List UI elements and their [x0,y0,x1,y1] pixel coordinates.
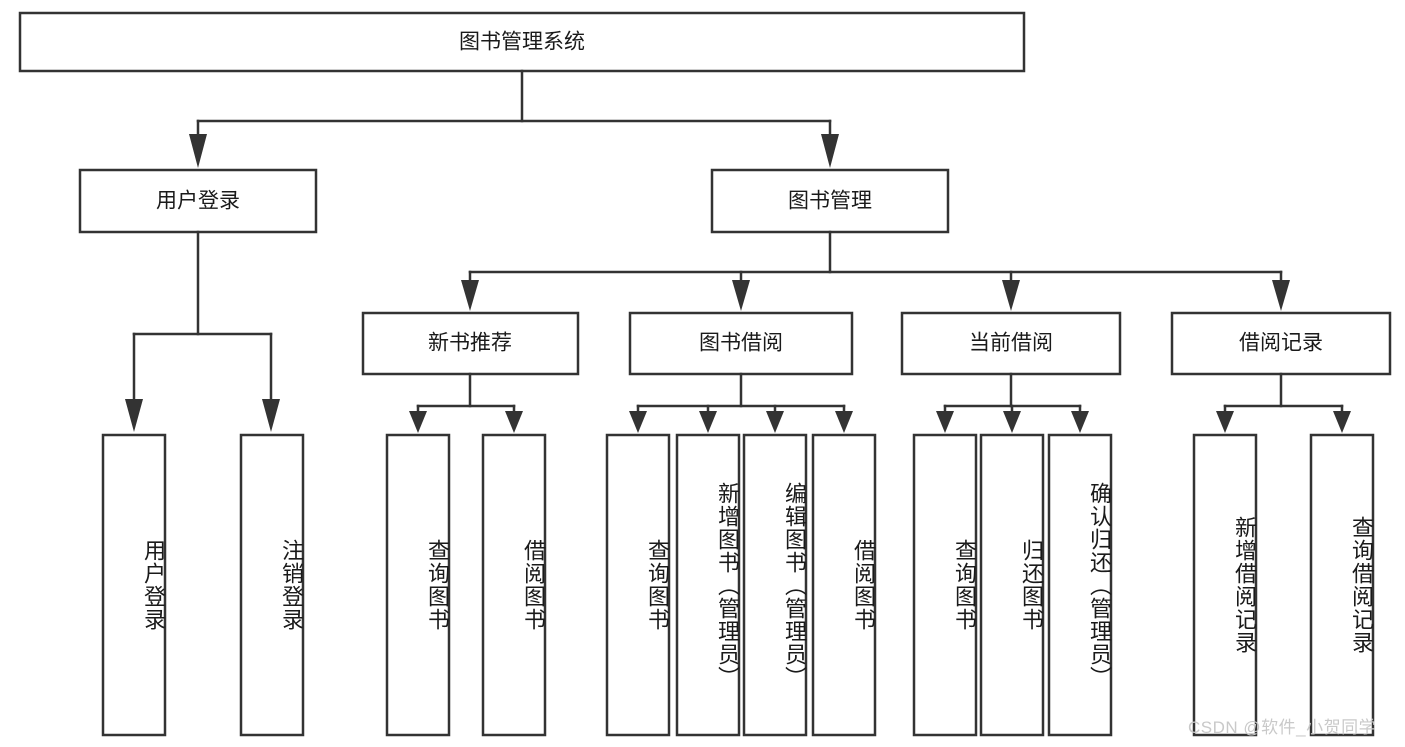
node-root-label: 图书管理系统 [459,31,585,54]
node-book-manage-box[interactable] [710,168,950,234]
node-new-book-rec-label: 新书推荐 [428,332,512,355]
node-root[interactable]: 图书管理系统 [18,11,1026,73]
node-borrow-record[interactable]: 借阅记录 [1170,311,1392,376]
node-current-borrow-label: 当前借阅 [969,332,1053,355]
node-leaf-borrow-book-2-box[interactable] [811,433,877,737]
node-borrow-record-box[interactable] [1170,311,1392,376]
node-book-borrow-box[interactable] [628,311,854,376]
arrowhead-leaf-edit-book [766,411,784,433]
node-leaf-query-record-box[interactable] [1309,433,1375,737]
node-current-borrow[interactable]: 当前借阅 [900,311,1122,376]
csdn-watermark: CSDN @软件_小贺同学 [1188,718,1377,737]
node-root-box[interactable] [18,11,1026,73]
node-book-manage[interactable]: 图书管理 [710,168,950,234]
arrowhead-leaf-borrow-book-1 [505,411,523,433]
node-leaf-confirm-return-box[interactable] [1047,433,1113,737]
arrowhead-leaf-query-book-2 [629,411,647,433]
arrowhead-to-book-borrow [732,280,750,311]
node-new-book-rec[interactable]: 新书推荐 [361,311,580,376]
arrowhead-leaf-add-book [699,411,717,433]
arrowhead-leaf-logout [262,399,280,432]
arrowhead-to-new-book-rec [461,280,479,311]
node-user-login[interactable]: 用户登录 [78,168,318,234]
arrowhead-leaf-confirm-return [1071,411,1089,433]
arrowhead-leaf-user-login [125,399,143,432]
node-leaf-query-book-2-box[interactable] [605,433,671,737]
arrowhead-to-book-manage [821,134,839,168]
arrowhead-leaf-return-book [1003,411,1021,433]
node-book-borrow-label: 图书借阅 [699,332,783,355]
arrowhead-leaf-query-book-1 [409,411,427,433]
node-leaf-add-book-box[interactable] [675,433,741,737]
arrowhead-leaf-borrow-book-2 [835,411,853,433]
node-leaf-query-book-3-box[interactable] [912,433,978,737]
node-book-borrow[interactable]: 图书借阅 [628,311,854,376]
node-user-login-label: 用户登录 [156,190,240,213]
node-leaf-logout-box[interactable] [239,433,305,737]
arrowhead-to-user-login [189,134,207,168]
arrowhead-leaf-add-record [1216,411,1234,433]
node-leaf-user-login-box[interactable] [101,433,167,737]
arrowhead-leaf-query-book-3 [936,411,954,433]
arrowhead-to-borrow-record [1272,280,1290,311]
node-leaf-edit-book-box[interactable] [742,433,808,737]
node-new-book-rec-box[interactable] [361,311,580,376]
node-leaf-return-book-box[interactable] [979,433,1045,737]
node-leaf-query-book-1-box[interactable] [385,433,451,737]
node-borrow-record-label: 借阅记录 [1239,332,1323,355]
arrowhead-leaf-query-record [1333,411,1351,433]
node-current-borrow-box[interactable] [900,311,1122,376]
node-leaf-add-record-box[interactable] [1192,433,1258,737]
arrowhead-to-current-borrow [1002,280,1020,311]
node-leaf-borrow-book-1-box[interactable] [481,433,547,737]
node-book-manage-label: 图书管理 [788,190,872,213]
